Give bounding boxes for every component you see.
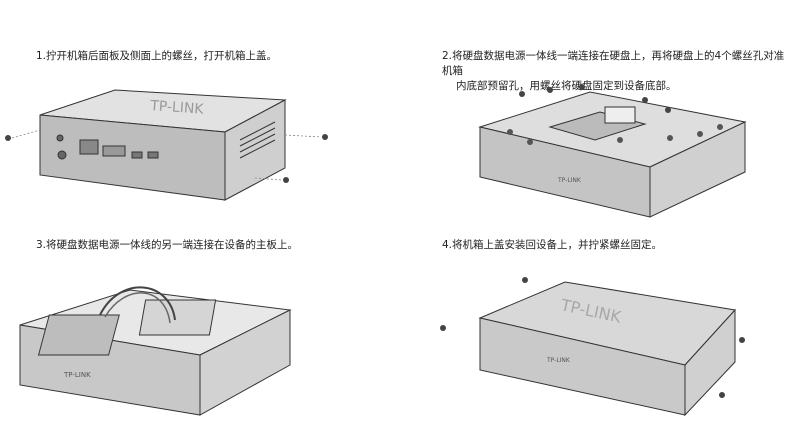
step-1-text: 1.拧开机箱后面板及侧面上的螺丝，打开机箱上盖。 bbox=[36, 50, 278, 62]
step-4-illustration: TP-LINK TP-LINK bbox=[440, 277, 745, 417]
step-3-text: 3.将硬盘数据电源一体线的另一端连接在设备的主板上。 bbox=[36, 239, 299, 251]
screw-icon bbox=[5, 134, 328, 183]
step-1-illustration: TP-LINK bbox=[5, 89, 328, 201]
step-3-logo: TP-LINK bbox=[63, 371, 91, 379]
step-3-instruction: 3.将硬盘数据电源一体线的另一端连接在设备的主板上。 bbox=[36, 238, 366, 253]
step-4-front-logo: TP-LINK bbox=[546, 357, 571, 364]
step-2-text-line1: 2.将硬盘数据电源一体线一端连接在硬盘上，再将硬盘上的4个螺丝孔对准机箱 bbox=[442, 50, 785, 77]
screw-icon bbox=[519, 84, 671, 113]
step-4-instruction: 4.将机箱上盖安装回设备上，并拧紧螺丝固定。 bbox=[442, 238, 772, 253]
step-2-illustration: TP-LINK bbox=[478, 84, 747, 218]
step-2-text-line2: 内底部预留孔，用螺丝将硬盘固定到设备底部。 bbox=[456, 80, 677, 92]
step-2-logo: TP-LINK bbox=[557, 177, 582, 184]
screw-icon bbox=[440, 277, 745, 398]
step-2-instruction: 2.将硬盘数据电源一体线一端连接在硬盘上，再将硬盘上的4个螺丝孔对准机箱 内底部… bbox=[442, 49, 787, 94]
step-1-instruction: 1.拧开机箱后面板及侧面上的螺丝，打开机箱上盖。 bbox=[36, 49, 366, 64]
step-4-text: 4.将机箱上盖安装回设备上，并拧紧螺丝固定。 bbox=[442, 239, 663, 251]
step-3-illustration: TP-LINK bbox=[19, 286, 292, 416]
step-1-logo: TP-LINK bbox=[149, 98, 205, 118]
